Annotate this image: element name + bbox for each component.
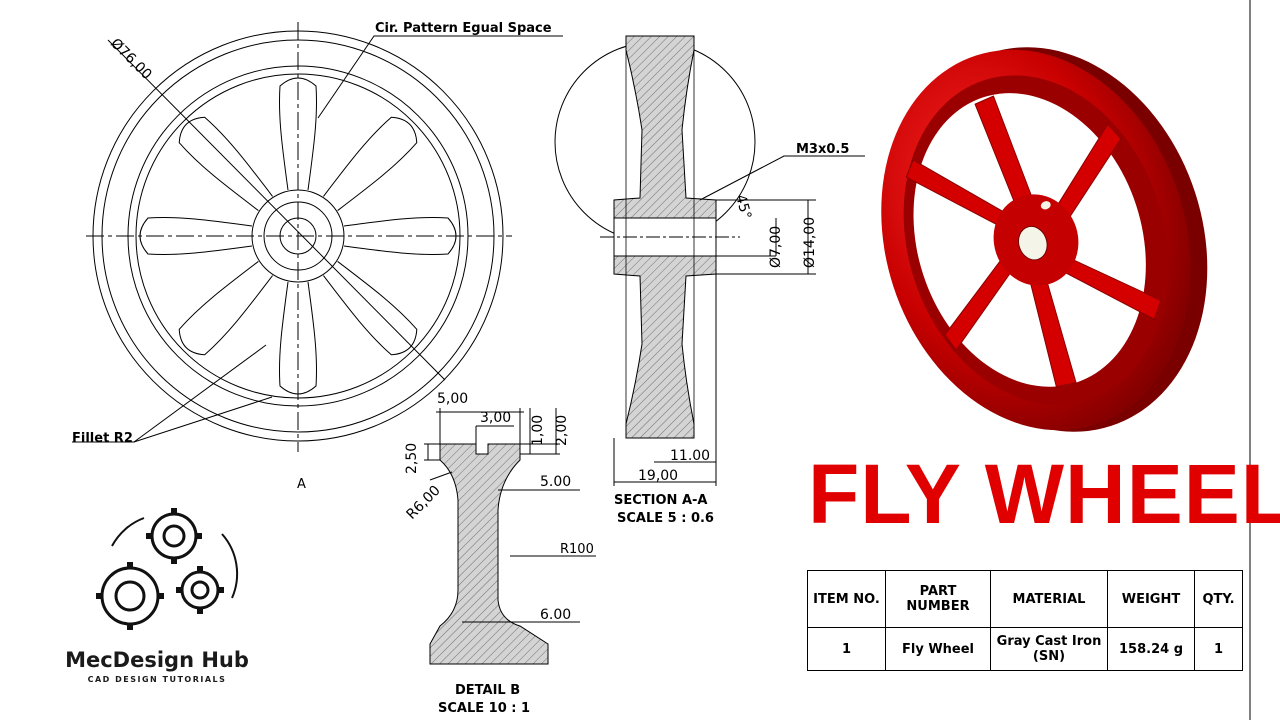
drawing-title: FLY WHEEL [808, 447, 1280, 541]
detail-top-width: 5,00 [437, 391, 468, 407]
front-view [72, 22, 563, 452]
section-caption: SECTION A-A [614, 493, 707, 508]
table-row: 1 Fly Wheel Gray Cast Iron (SN) 158.24 g… [807, 627, 1243, 671]
bom-cell-item: 1 [807, 627, 886, 671]
bore-diameter: Ø7,00 [768, 226, 784, 268]
overall-width: 19,00 [638, 468, 678, 484]
detail-neck-upper: 5.00 [540, 474, 571, 490]
detail-profile [429, 443, 549, 665]
detail-view [424, 408, 596, 665]
thread-note: M3x0.5 [796, 142, 849, 157]
flywheel-3d-render [881, 47, 1208, 432]
section-upper-half [613, 35, 717, 219]
gears-logo-icon [96, 508, 239, 630]
detail-radius: R6,00 [404, 483, 444, 523]
thread-leader [699, 155, 865, 201]
bom-header-item: ITEM NO. [807, 570, 886, 628]
detail-step: 2,50 [404, 443, 420, 474]
section-scale: SCALE 5 : 0.6 [617, 511, 714, 526]
detail-radius-large: R100 [560, 542, 594, 557]
bom-cell-material: Gray Cast Iron (SN) [990, 627, 1108, 671]
bom-header-part: PART NUMBER [885, 570, 991, 628]
section-view [554, 35, 865, 486]
section-lower-half [613, 255, 717, 439]
pattern-leader [317, 35, 563, 119]
detail-caption: DETAIL B [455, 683, 520, 698]
detail-rim-offset: 2,00 [554, 415, 570, 446]
brand-tagline: CAD DESIGN TUTORIALS [87, 675, 227, 684]
chamfer-angle: 45° [732, 193, 754, 221]
section-marker: A [297, 477, 306, 492]
bom-header-material: MATERIAL [990, 570, 1108, 628]
detail-scale: SCALE 10 : 1 [438, 701, 530, 716]
bom-cell-part: Fly Wheel [885, 627, 991, 671]
brand-name: MecDesign Hub [65, 648, 249, 672]
detail-neck-lower: 6.00 [540, 607, 571, 623]
fillet-leader-2 [133, 344, 267, 443]
bom-header-qty: QTY. [1194, 570, 1243, 628]
diameter-label: Ø76,00 [107, 36, 154, 83]
bom-header-row: ITEM NO. PART NUMBER MATERIAL WEIGHT QTY… [807, 570, 1243, 628]
detail-groove-width: 3,00 [480, 410, 511, 426]
bom-cell-qty: 1 [1194, 627, 1243, 671]
pattern-note: Cir. Pattern Egual Space [375, 21, 552, 36]
bom-header-weight: WEIGHT [1107, 570, 1195, 628]
fillet-note: Fillet R2 [72, 431, 133, 446]
diameter-leader [107, 39, 446, 381]
detail-groove-depth: 1,00 [530, 415, 546, 446]
hub-diameter: Ø14,00 [802, 217, 818, 268]
bom-cell-weight: 158.24 g [1107, 627, 1195, 671]
hub-width: 11.00 [670, 448, 710, 464]
bom-table: ITEM NO. PART NUMBER MATERIAL WEIGHT QTY… [807, 570, 1243, 671]
